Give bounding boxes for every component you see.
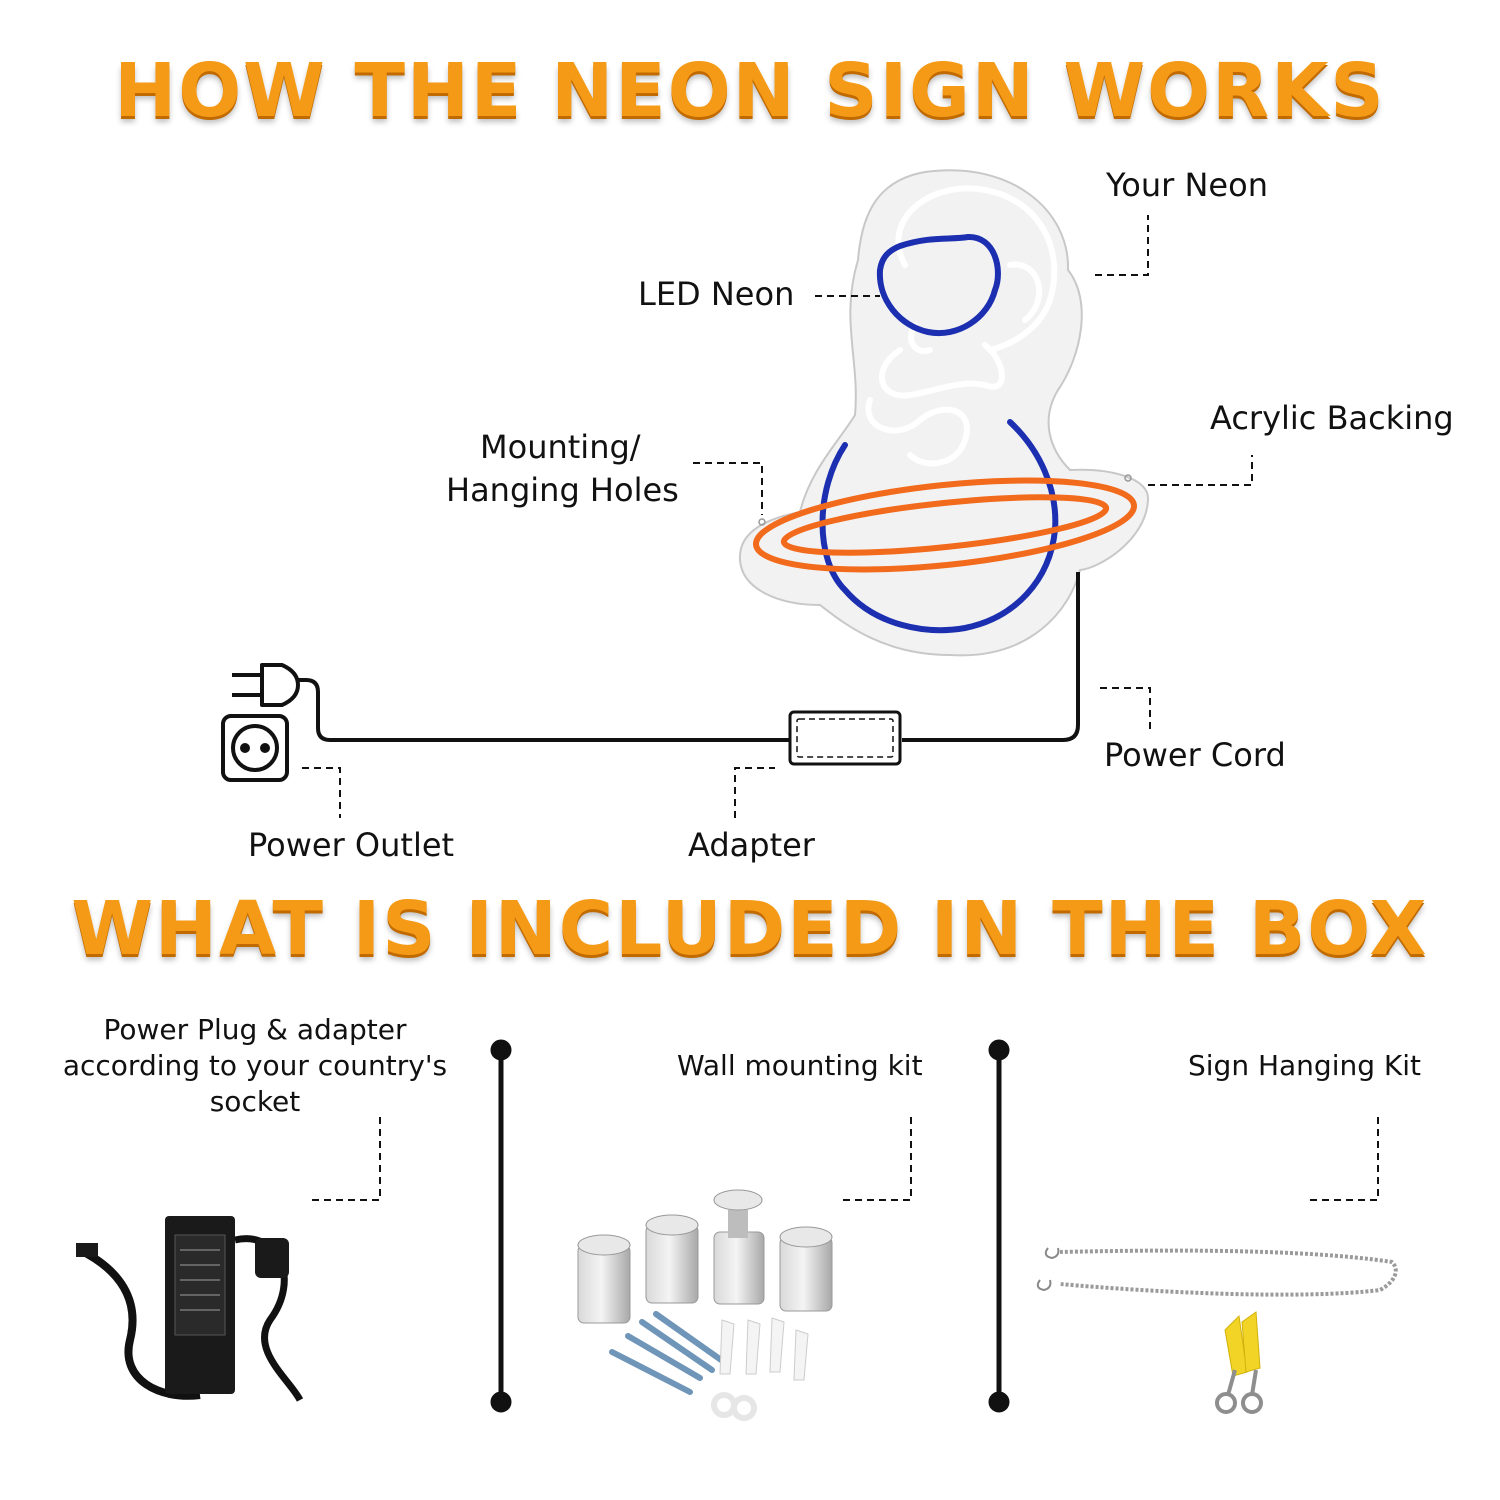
plug-icon bbox=[232, 663, 300, 707]
label-led-neon: LED Neon bbox=[638, 275, 795, 313]
label-mounting-line2: Hanging Holes bbox=[446, 471, 679, 509]
item-power-plug-line3: socket bbox=[209, 1085, 301, 1118]
power-adapter-image bbox=[76, 1216, 304, 1402]
item-power-plug-line2: according to your country's bbox=[62, 1049, 448, 1082]
wall-mounting-kit-image bbox=[577, 1189, 833, 1421]
label-mounting-line1: Mounting/ bbox=[480, 428, 641, 466]
sign-hanging-kit-image bbox=[1036, 1247, 1398, 1414]
headline-how-it-works: HOW THE NEON SIGN WORKS bbox=[114, 48, 1386, 134]
acrylic-backing bbox=[738, 169, 1150, 657]
label-acrylic-backing: Acrylic Backing bbox=[1210, 399, 1454, 437]
label-power-outlet: Power Outlet bbox=[248, 826, 455, 864]
adapter-box-icon bbox=[788, 710, 902, 766]
item-wall-mounting-kit: Wall mounting kit bbox=[677, 1049, 923, 1082]
power-cord bbox=[296, 572, 1080, 742]
socket-icon bbox=[221, 714, 289, 782]
mounting-hole-left bbox=[758, 518, 766, 526]
item-sign-hanging-kit: Sign Hanging Kit bbox=[1188, 1049, 1422, 1082]
mounting-hole-right bbox=[1124, 474, 1132, 482]
led-neon-orange-ring bbox=[752, 477, 1138, 573]
label-your-neon: Your Neon bbox=[1106, 166, 1268, 204]
column-separators bbox=[490, 1039, 1010, 1413]
headline-in-the-box: WHAT IS INCLUDED IN THE BOX bbox=[71, 886, 1429, 972]
item-power-plug-line1: Power Plug & adapter bbox=[103, 1013, 407, 1046]
label-power-cord: Power Cord bbox=[1104, 736, 1286, 774]
leader-lines bbox=[302, 215, 1379, 1201]
label-adapter: Adapter bbox=[688, 826, 815, 864]
